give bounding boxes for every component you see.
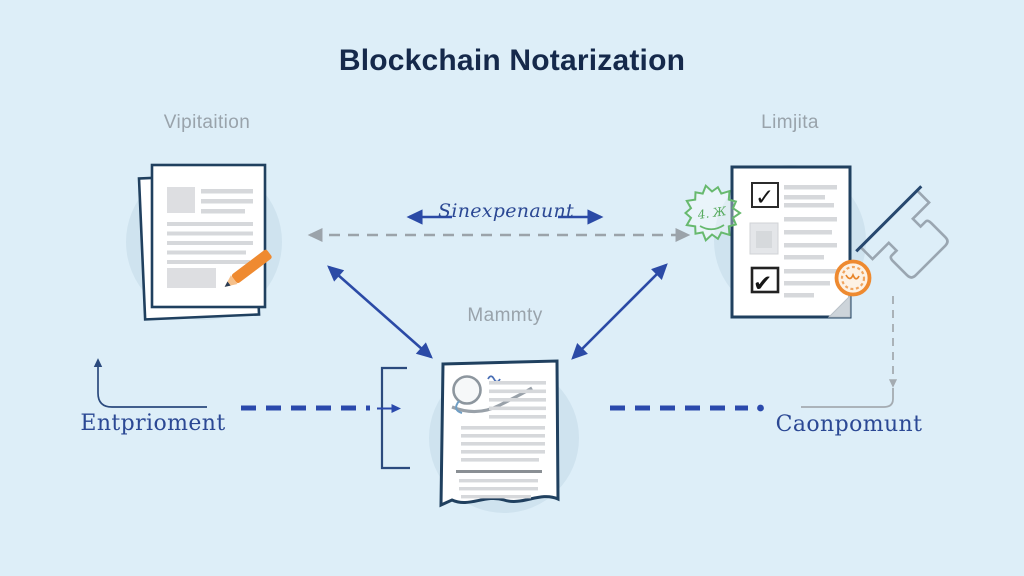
label-top-right-doc: Limjita [761,112,819,133]
left-diagonal-double-arrow [327,265,433,359]
page-fold-corner [827,294,851,318]
checkbox-2 [750,266,780,294]
document-stack [137,163,272,321]
bracket-shape [380,366,410,470]
pencil-icon [224,249,272,287]
label-center-doc: Mammty [467,305,543,326]
notarized-document [439,359,560,508]
center-page-text-lines [456,381,546,499]
seal-scribble-text: 4. Ж [696,204,728,222]
blue-curl [455,400,463,414]
front-page-content [167,187,253,288]
label-top-left-doc: Vipitaition [163,112,251,133]
checklist-document: ✓ ✔ [730,165,852,319]
green-certification-seal: 4. Ж [683,183,742,243]
label-bottom-right: Caonpomunt [775,412,923,437]
stamp-icon [855,185,949,279]
label-bottom-left: Entprioment [80,411,226,436]
rosette-outline [683,183,742,243]
axis-curve-arrow [93,358,207,408]
right-diagonal-double-arrow [571,263,668,360]
checkbox-1-check-icon: ✓ [755,185,774,211]
magnifier-circle [452,375,482,405]
checkbox-1 [751,182,779,208]
seal-smile-stroke [699,224,725,231]
orange-seal-icon [834,259,872,297]
dashed-line-end-dot [757,404,764,412]
gray-elbow-connector [801,388,894,408]
label-horizontal-arrow: Sinexpenaunt [438,200,574,222]
checkbox-2-check-icon: ✔ [753,271,772,297]
page-title: Blockchain Notarization [338,44,686,77]
